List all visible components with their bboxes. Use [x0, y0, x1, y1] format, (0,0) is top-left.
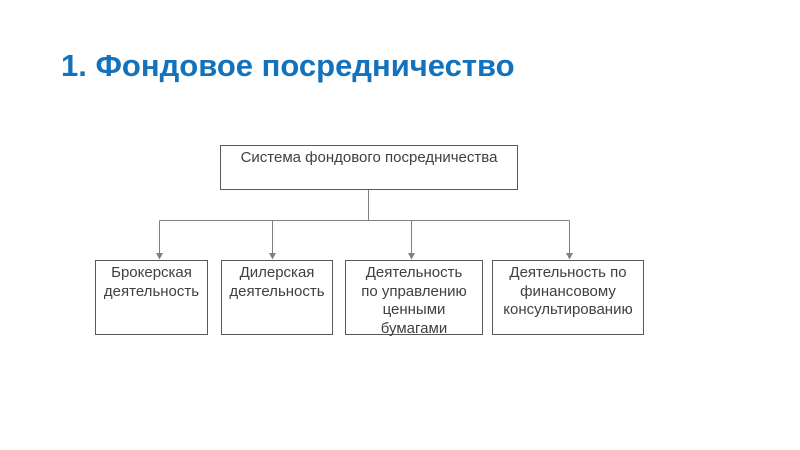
diagram-box-securities-management: Деятельность по управлению ценными бумаг…	[345, 260, 483, 337]
slide-title: 1. Фондовое посредничество	[61, 48, 515, 83]
arrowhead-icon	[566, 253, 573, 260]
arrowhead-icon	[408, 253, 415, 260]
arrowhead-icon	[269, 253, 276, 260]
arrowhead-icon	[156, 253, 163, 260]
diagram-box-brokerage: Брокерская деятельность	[95, 260, 208, 335]
diagram-box-financial-consulting: Деятельность по финансовому консультиров…	[492, 260, 644, 335]
diagram-box-dealer: Дилерская деятельность	[221, 260, 333, 335]
diagram-box-system: Система фондового посредничества	[220, 145, 518, 190]
